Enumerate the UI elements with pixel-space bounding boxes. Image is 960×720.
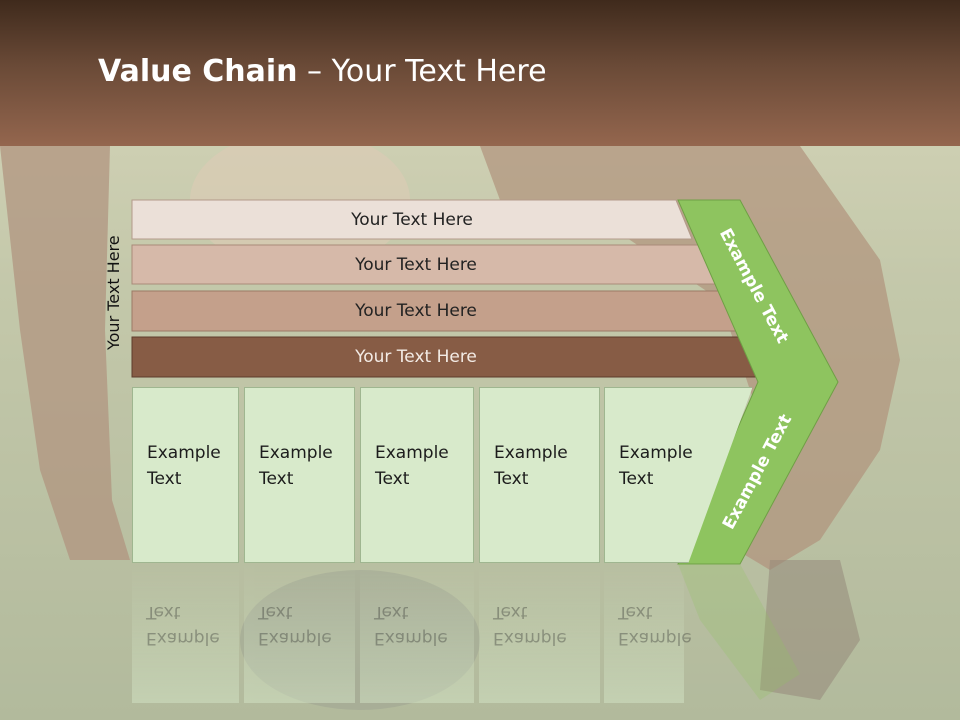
card-2-line2: Text <box>259 469 294 489</box>
card-4[interactable]: Example Text <box>479 387 600 563</box>
card-4-reflection-line1: Example <box>493 628 567 648</box>
card-5-line2: Text <box>619 469 654 489</box>
bar-3-label: Your Text Here <box>355 301 477 321</box>
card-3-line2: Text <box>375 469 410 489</box>
card-4-reflection: Example Text <box>479 563 600 703</box>
card-1-reflection-line1: Example <box>146 628 220 648</box>
card-1-line2: Text <box>147 469 182 489</box>
card-5-reflection-line2: Text <box>618 602 653 622</box>
slide-title[interactable]: Value Chain – Your Text Here <box>98 54 547 89</box>
card-5-reflection: Example Text <box>604 563 692 703</box>
card-1-reflection-line2: Text <box>146 602 181 622</box>
card-3-reflection: Example Text <box>360 563 474 703</box>
card-5-line1: Example <box>619 443 693 463</box>
bar-2-label: Your Text Here <box>355 255 477 275</box>
bar-3[interactable]: Your Text Here <box>132 291 700 331</box>
card-2-reflection-line2: Text <box>258 602 293 622</box>
card-4-line2: Text <box>494 469 529 489</box>
card-4-line1: Example <box>494 443 568 463</box>
card-3-reflection-line1: Example <box>374 628 448 648</box>
bar-4-label: Your Text Here <box>355 347 477 367</box>
card-1[interactable]: Example Text <box>132 387 239 563</box>
chevron-reflection <box>678 564 800 700</box>
bar-2[interactable]: Your Text Here <box>132 245 700 285</box>
bar-4[interactable]: Your Text Here <box>132 337 700 377</box>
bar-shape-1 <box>131 199 693 240</box>
title-rest: – Your Text Here <box>297 54 547 89</box>
card-1-line1: Example <box>147 443 221 463</box>
card-5-reflection-line1: Example <box>618 628 692 648</box>
card-2-reflection: Example Text <box>244 563 355 703</box>
card-2-reflection-line1: Example <box>258 628 332 648</box>
card-3-line1: Example <box>375 443 449 463</box>
card-1-reflection: Example Text <box>132 563 239 703</box>
bar-1[interactable]: Your Text Here <box>132 200 692 240</box>
card-3-reflection-line2: Text <box>374 602 409 622</box>
title-bar <box>0 0 960 146</box>
card-2[interactable]: Example Text <box>244 387 355 563</box>
card-2-line1: Example <box>259 443 333 463</box>
title-bold: Value Chain <box>98 54 298 89</box>
card-3[interactable]: Example Text <box>360 387 474 563</box>
bar-1-label: Your Text Here <box>351 210 473 230</box>
card-4-reflection-line2: Text <box>493 602 528 622</box>
